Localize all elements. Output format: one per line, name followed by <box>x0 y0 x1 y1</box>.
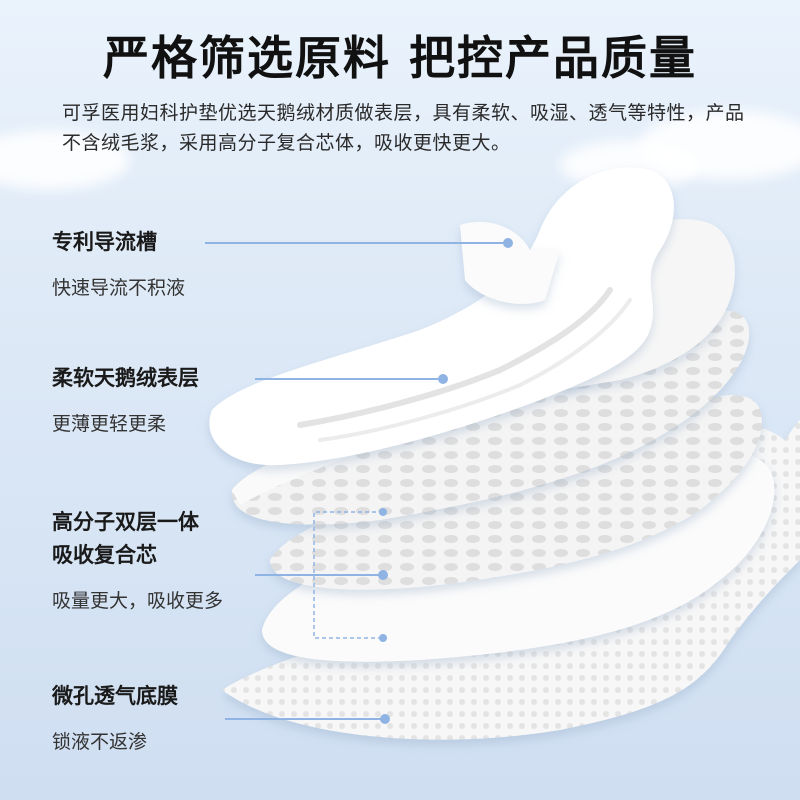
feature-title: 吸收复合芯 <box>52 543 157 567</box>
leader-dot <box>379 634 387 642</box>
leader-dot <box>503 238 513 248</box>
feature-desc: 吸量更大，吸收更多 <box>52 590 224 612</box>
feature-desc: 锁液不返渗 <box>52 731 148 753</box>
headline: 严格筛选原料 把控产品质量 <box>102 31 697 85</box>
channel-groove <box>318 298 632 442</box>
leader-dot <box>379 508 387 516</box>
leader-dot <box>378 570 388 580</box>
feature-film: 微孔透气底膜 锁液不返渗 <box>52 680 178 754</box>
feature-core: 高分子双层一体 吸收复合芯 吸量更大，吸收更多 <box>52 506 223 613</box>
feature-title: 高分子双层一体 <box>52 510 199 534</box>
feature-surface: 柔软天鹅绒表层 更薄更轻更柔 <box>52 362 199 436</box>
cloud-decoration <box>0 130 130 190</box>
feature-desc: 更薄更轻更柔 <box>52 413 167 435</box>
leader-dot <box>380 714 390 724</box>
feature-desc: 快速导流不积液 <box>52 277 186 299</box>
channel-groove <box>297 287 613 428</box>
top-surface-layer <box>209 167 674 466</box>
feature-title: 专利导流槽 <box>52 230 157 254</box>
intro-text: 可孚医用妇科护垫优选天鹅绒材质做表层，具有柔软、吸湿、透气等特性，产品不含绒毛浆… <box>62 102 745 154</box>
leader-dot <box>438 374 448 384</box>
feature-channel: 专利导流槽 快速导流不积液 <box>52 226 185 300</box>
feature-title: 柔软天鹅绒表层 <box>52 366 199 390</box>
feature-title: 微孔透气底膜 <box>52 684 178 708</box>
